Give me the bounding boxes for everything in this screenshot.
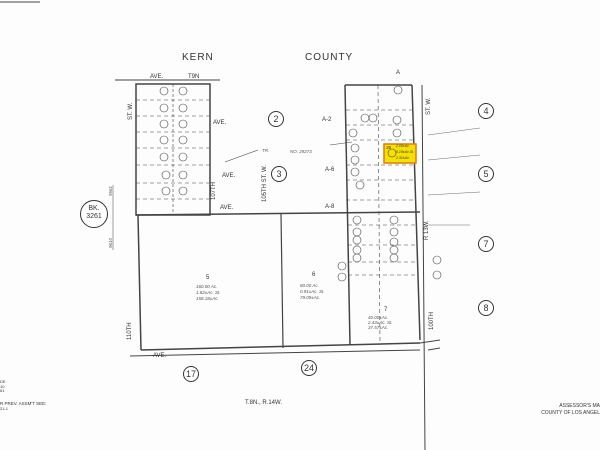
road-label: AVE. (153, 353, 167, 359)
road-label: 110TH (127, 322, 133, 340)
county-title: COUNTY OF LOS ANGEL (541, 410, 600, 416)
road-label: A-2 (322, 117, 332, 123)
prev-assmt-label: R PREV. ASSM'T SEE: (0, 401, 47, 406)
book-circle: BK. 3261 (80, 200, 108, 228)
county-label: COUNTY (305, 52, 354, 63)
page-circle-17[interactable]: 17 (183, 366, 199, 382)
book-label: BK. (88, 205, 100, 212)
parcel-7-net: 37.57±Ac. (368, 325, 389, 330)
road-label: A (396, 70, 401, 76)
parcel-7-street: 2.43±Ac. St. (368, 320, 393, 325)
parcel-6-street: 0.91±Ac. St. (300, 289, 325, 294)
code-line: 10 (0, 383, 5, 389)
road-label: ST. W. (128, 102, 134, 120)
parcel-5-number[interactable]: 5 (206, 275, 210, 281)
tract-number: NO. 29273 (290, 149, 312, 154)
road-label: A-6 (325, 167, 335, 173)
highlight-street: 0.19±Ac.St. (396, 150, 415, 154)
prev-assmt-ref: 21-1 (0, 406, 9, 411)
page-circle-8[interactable]: 8 (478, 300, 494, 316)
road-label: ST. W. (426, 97, 432, 115)
kern-label: KERN (182, 52, 214, 63)
road-label: R 13W. (424, 220, 430, 240)
highlight-net: 2.31±Ac. (396, 156, 410, 160)
left-codes: DE 10 61 (0, 379, 6, 394)
parcel-5-street: 1.82±Ac. St. (196, 290, 221, 295)
code-line: 61 (0, 388, 5, 393)
road-label: 100TH (429, 311, 435, 330)
parcel-6-area: 80.00 Ac. (300, 283, 319, 288)
highlight-parcel-number[interactable]: 36 (386, 145, 392, 150)
parcel-7-area: 40.00±Ac. (368, 315, 389, 320)
road-label: AVE. (222, 173, 236, 179)
parcel-6-net: 79.09±Ac. (300, 295, 321, 300)
page-circle-4[interactable]: 4 (478, 103, 494, 119)
road-label: AVE. (213, 120, 227, 126)
parcel-6-number[interactable]: 6 (312, 272, 316, 278)
page-circle-5[interactable]: 5 (478, 166, 494, 182)
book-dim-top: 9561 (108, 185, 113, 196)
road-label: AVE. (150, 74, 164, 80)
road-label: T9N (188, 74, 200, 80)
tract-label: TR. (262, 148, 270, 153)
parcel-5-area: 160.00 Ac. (196, 284, 218, 289)
page-circle-3[interactable]: 3 (271, 166, 287, 182)
parcel-5-net: 158.18±Ac. (196, 296, 219, 301)
book-dim-bottom: 9610 (108, 237, 113, 248)
assessor-title: ASSESSOR'S MA (559, 403, 600, 409)
road-label: A-8 (325, 204, 335, 210)
parcel-7-number[interactable]: 7 (384, 307, 388, 313)
page-circle-24[interactable]: 24 (301, 360, 317, 376)
page-circle-2[interactable]: 2 (268, 111, 284, 127)
road-label: 105TH ST. W. (262, 164, 268, 202)
book-number: 3261 (86, 213, 102, 220)
road-label: 107TH (211, 181, 217, 200)
township-range: T.8N., R.14W. (245, 400, 283, 406)
highlight-area: 2.50±Ac. (396, 144, 410, 148)
road-label: AVE. (220, 205, 234, 211)
code-line: DE (0, 379, 6, 384)
page-circle-7[interactable]: 7 (478, 236, 494, 252)
